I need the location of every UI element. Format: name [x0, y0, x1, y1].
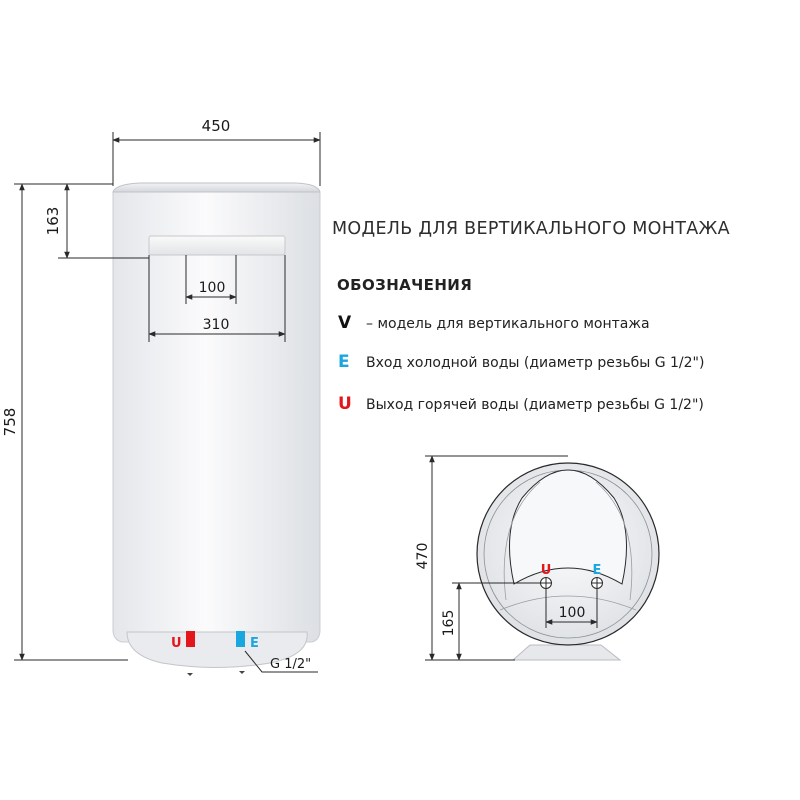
cold-inlet-marker: E	[250, 636, 259, 651]
panel-outer-dimension-label: 310	[203, 317, 230, 333]
legend-text-v: – модель для вертикального монтажа	[366, 316, 650, 332]
heater-body	[112, 191, 321, 643]
legend-item-cold: E Вход холодной воды (диаметр резьбы G 1/…	[338, 352, 704, 372]
legend-title: ОБОЗНАЧЕНИЯ	[337, 276, 473, 294]
front-view: U E 450 758 163 100 310 G 1/2"	[1, 117, 321, 676]
wall-bracket	[511, 644, 622, 661]
legend-item-vertical: V – модель для вертикального монтажа	[338, 313, 650, 333]
side-spacing-dimension-label: 100	[559, 605, 586, 621]
bottom-tick-right	[239, 671, 245, 674]
side-cold-marker: E	[593, 563, 602, 578]
top-cap	[112, 182, 321, 193]
legend-symbol-u: U	[338, 394, 352, 414]
control-panel	[148, 235, 286, 256]
offset-dimension-label: 163	[44, 207, 62, 236]
hot-outlet-marker: U	[171, 636, 182, 651]
hot-outlet-pipe	[186, 631, 195, 647]
model-heading: МОДЕЛЬ ДЛЯ ВЕРТИКАЛЬНОГО МОНТАЖА	[332, 219, 730, 239]
front-shield	[509, 469, 627, 585]
side-height-dimension-label: 470	[415, 543, 431, 570]
side-hot-marker: U	[541, 563, 552, 578]
side-view: U E 470 165 100	[415, 455, 660, 661]
shield-lower-curve	[499, 595, 637, 611]
width-dimension-label: 450	[202, 117, 231, 135]
cold-inlet-pipe	[236, 631, 245, 647]
legend-symbol-e: E	[338, 352, 350, 372]
legend-text-u: Выход горячей воды (диаметр резьбы G 1/2…	[366, 397, 704, 413]
panel-inner-dimension-label: 100	[199, 280, 226, 296]
bottom-tick-left	[187, 673, 193, 676]
height-dimension-label: 758	[1, 408, 19, 437]
legend-item-hot: U Выход горячей воды (диаметр резьбы G 1/…	[338, 394, 704, 414]
thread-leader	[244, 650, 318, 673]
legend-text-e: Вход холодной воды (диаметр резьбы G 1/2…	[366, 355, 705, 371]
thread-label: G 1/2"	[270, 657, 311, 672]
side-outlet-dimension-label: 165	[441, 610, 457, 637]
bottom-cap	[126, 631, 308, 668]
shield-inner-curve-right	[595, 481, 633, 601]
legend-symbol-v: V	[338, 313, 352, 333]
